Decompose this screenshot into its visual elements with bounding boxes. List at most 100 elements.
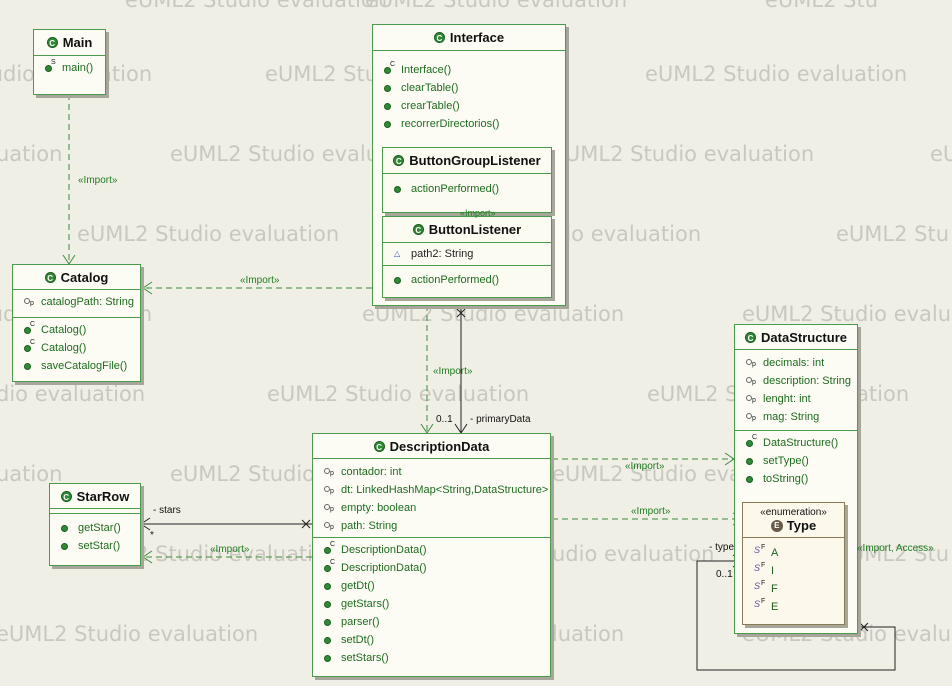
method-item[interactable]: toString() bbox=[735, 470, 857, 488]
role-label: - primaryData bbox=[470, 414, 531, 425]
public-method-dot-icon bbox=[323, 617, 337, 627]
protected-attribute-icon: p bbox=[23, 297, 37, 307]
arrowhead-icon bbox=[142, 281, 153, 295]
method-item[interactable]: actionPerformed() bbox=[383, 180, 551, 198]
constructor-icon: C bbox=[323, 559, 337, 573]
class-c-icon: C bbox=[60, 490, 72, 502]
public-method-dot-icon bbox=[23, 361, 37, 371]
public-method-dot-icon bbox=[323, 653, 337, 663]
public-method-dot-icon bbox=[393, 184, 407, 194]
protected-attribute-icon: p bbox=[745, 358, 759, 368]
method-item[interactable]: getStars() bbox=[313, 595, 550, 613]
constructor-icon: C bbox=[745, 434, 759, 448]
method-item[interactable]: actionPerformed() bbox=[383, 271, 551, 289]
method-item[interactable]: setStar() bbox=[50, 537, 140, 555]
association-x-icon bbox=[456, 308, 466, 318]
class-c-icon: C bbox=[44, 271, 56, 283]
class-name: DataStructure bbox=[761, 329, 847, 345]
constructor-icon: C bbox=[23, 321, 37, 335]
class-button-listener[interactable]: C ButtonListener △path2: String actionPe… bbox=[382, 216, 552, 298]
method-item[interactable]: getDt() bbox=[313, 577, 550, 595]
method-item[interactable]: recorrerDirectorios() bbox=[373, 115, 565, 133]
protected-attribute-icon: p bbox=[323, 485, 337, 495]
public-method-dot-icon bbox=[393, 275, 407, 285]
role-label: - type bbox=[709, 542, 735, 553]
method-item[interactable]: S main() bbox=[34, 59, 105, 77]
method-item[interactable]: clearTable() bbox=[373, 79, 565, 97]
import-label: «Import» bbox=[78, 175, 118, 186]
method-item[interactable]: crearTable() bbox=[373, 97, 565, 115]
arrowhead-icon bbox=[142, 550, 153, 564]
public-method-dot-icon bbox=[323, 635, 337, 645]
class-header: C StarRow bbox=[50, 484, 140, 509]
class-star-row[interactable]: C StarRow getStar() setStar() bbox=[49, 483, 141, 566]
class-name: StarRow bbox=[76, 488, 130, 504]
method-item[interactable]: setType() bbox=[735, 452, 857, 470]
public-method-dot-icon bbox=[383, 101, 397, 111]
static-method-icon: S bbox=[44, 59, 58, 73]
method-item[interactable]: setDt() bbox=[313, 631, 550, 649]
class-header: C ButtonListener bbox=[383, 217, 551, 243]
methods-section: actionPerformed() bbox=[383, 266, 551, 294]
methods-section: S main() bbox=[34, 56, 105, 80]
class-name: Interface bbox=[449, 30, 505, 45]
class-name: Catalog bbox=[60, 269, 109, 285]
methods-section: getStar() setStar() bbox=[50, 514, 140, 560]
class-main[interactable]: C Main S main() bbox=[33, 29, 106, 95]
method-item[interactable]: saveCatalogFile() bbox=[13, 357, 140, 375]
class-c-icon: C bbox=[46, 37, 58, 48]
class-header: C Catalog bbox=[13, 265, 140, 290]
class-name: Main bbox=[62, 35, 93, 50]
class-button-group-listener[interactable]: C ButtonGroupListener actionPerformed() bbox=[382, 147, 552, 213]
method-item[interactable]: setStars() bbox=[313, 649, 550, 667]
constructor-icon: C bbox=[323, 541, 337, 555]
class-header: C Main bbox=[34, 30, 105, 56]
class-c-icon: C bbox=[412, 224, 424, 235]
class-c-icon: C bbox=[433, 32, 445, 43]
association-type-line bbox=[696, 560, 896, 671]
protected-attribute-icon: p bbox=[745, 394, 759, 404]
class-header: C ButtonGroupListener bbox=[383, 148, 551, 174]
enum-stereotype: «enumeration» bbox=[760, 507, 827, 518]
constructor-icon: C bbox=[23, 339, 37, 353]
role-label: - stars bbox=[153, 505, 181, 516]
method-item[interactable]: parser() bbox=[313, 613, 550, 631]
protected-attribute-icon: p bbox=[745, 376, 759, 386]
import-label: «Import» bbox=[210, 544, 250, 555]
multiplicity-label: * bbox=[150, 530, 154, 541]
public-method-dot-icon bbox=[323, 581, 337, 591]
package-attribute-icon: △ bbox=[394, 249, 401, 258]
method-item[interactable]: getStar() bbox=[50, 519, 140, 537]
class-name: ButtonGroupListener bbox=[409, 153, 541, 168]
methods-section: actionPerformed() bbox=[383, 174, 551, 204]
association-x-icon bbox=[859, 622, 869, 632]
attribute-item[interactable]: △path2: String bbox=[394, 248, 474, 260]
